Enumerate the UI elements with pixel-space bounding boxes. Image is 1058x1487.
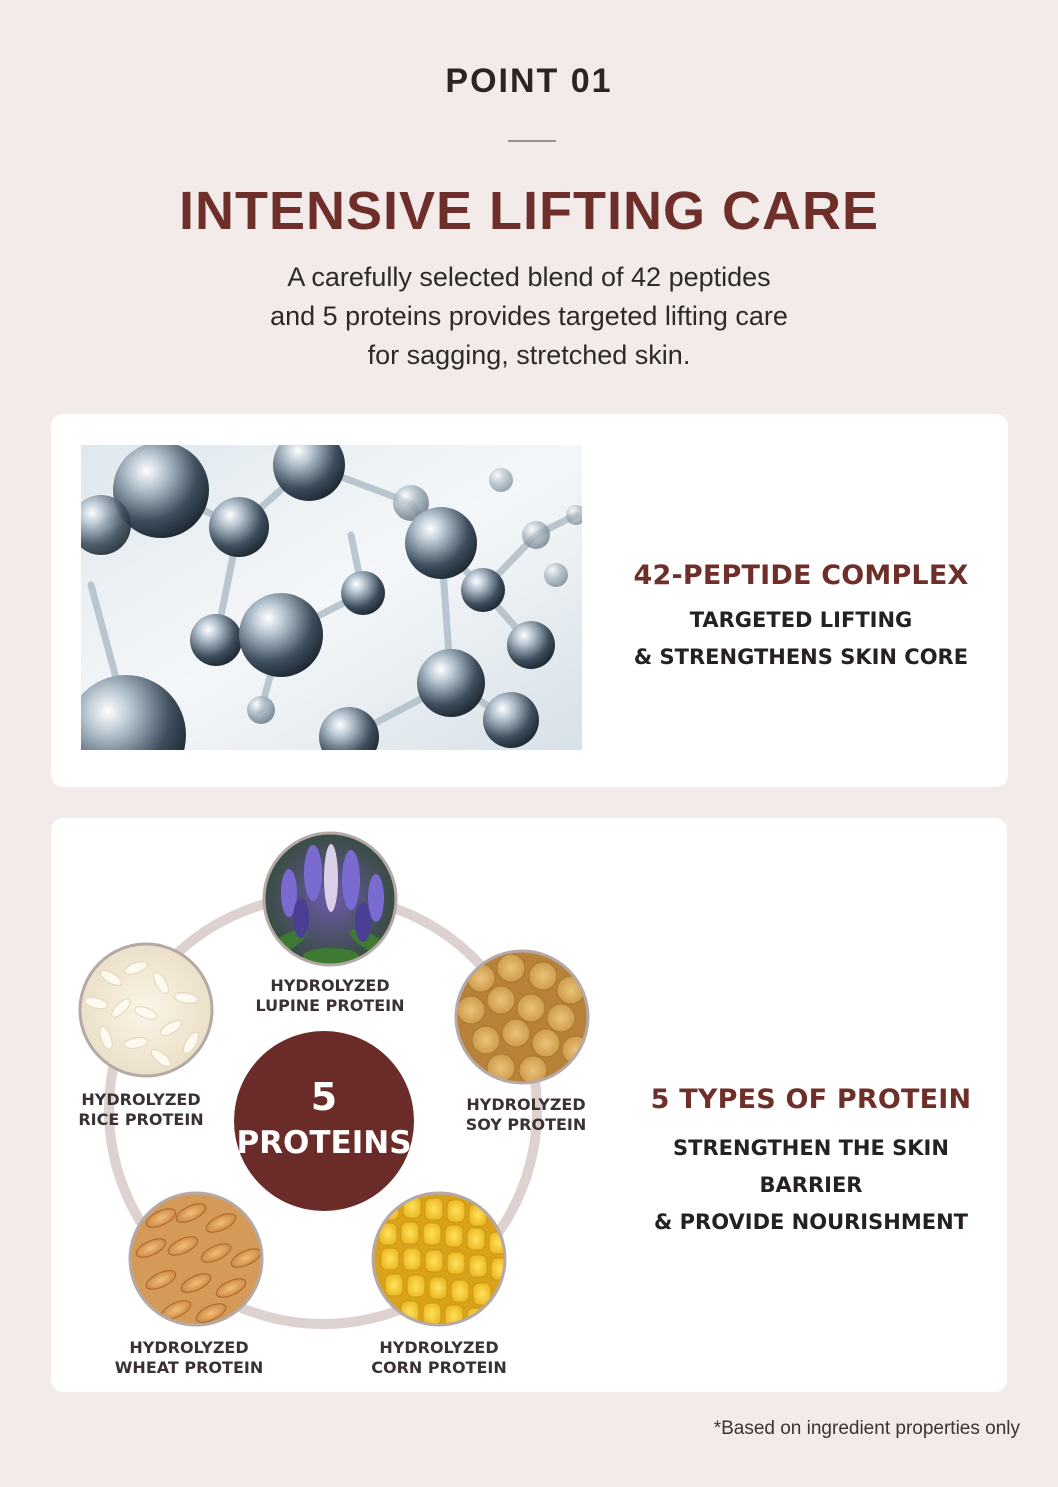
ingredient-line: HYDROLYZED — [270, 976, 390, 995]
protein-word: PROTEINS — [236, 1125, 412, 1161]
ingredient-line: CORN PROTEIN — [371, 1358, 507, 1377]
page-title: INTENSIVE LIFTING CARE — [178, 181, 880, 241]
feature-sub-line: TARGETED LIFTING — [689, 608, 913, 632]
peptide-card: 42-PEPTIDE COMPLEX TARGETED LIFTING & ST… — [51, 414, 1008, 787]
protein-count: 5 — [310, 1075, 338, 1119]
ingredient-line: HYDROLYZED — [129, 1338, 249, 1357]
protein-feature-title: 5 TYPES OF PROTEIN — [650, 1084, 972, 1115]
ingredient-line: WHEAT PROTEIN — [114, 1358, 264, 1377]
ingredient-label-rice: HYDROLYZED RICE PROTEIN — [51, 1090, 231, 1130]
point-label: POINT 01 — [445, 62, 613, 100]
molecule-image — [81, 445, 582, 750]
protein-feature-subtitle: STRENGTHEN THE SKIN BARRIER & PROVIDE NO… — [621, 1130, 1001, 1241]
ingredient-line: HYDROLYZED — [466, 1095, 586, 1114]
title-divider — [508, 140, 556, 142]
feature-sub-line: & PROVIDE NOURISHMENT — [654, 1210, 968, 1234]
intro-line: for sagging, stretched skin. — [367, 340, 691, 370]
ingredient-line: HYDROLYZED — [81, 1090, 201, 1109]
protein-card: 5 PROTEINS HYDROLYZED LUPINE PROTEIN HYD… — [51, 818, 1007, 1392]
ingredient-line: HYDROLYZED — [379, 1338, 499, 1357]
ingredient-label-wheat: HYDROLYZED WHEAT PROTEIN — [99, 1338, 279, 1378]
protein-diagram: 5 PROTEINS HYDROLYZED LUPINE PROTEIN HYD… — [51, 818, 611, 1392]
feature-sub-line: STRENGTHEN THE SKIN BARRIER — [673, 1136, 949, 1197]
ingredient-label-corn: HYDROLYZED CORN PROTEIN — [349, 1338, 529, 1378]
ingredient-line: SOY PROTEIN — [465, 1115, 587, 1134]
ingredient-label-soy: HYDROLYZED SOY PROTEIN — [436, 1095, 616, 1135]
ingredient-label-lupine: HYDROLYZED LUPINE PROTEIN — [240, 976, 420, 1016]
feature-sub-line: & STRENGTHENS SKIN CORE — [633, 645, 969, 669]
ingredient-line: RICE PROTEIN — [78, 1110, 204, 1129]
footnote: *Based on ingredient properties only — [713, 1418, 1020, 1439]
peptide-feature-title: 42-PEPTIDE COMPLEX — [633, 560, 969, 591]
ingredient-line: LUPINE PROTEIN — [255, 996, 405, 1015]
peptide-feature-subtitle: TARGETED LIFTING & STRENGTHENS SKIN CORE — [611, 602, 991, 676]
intro-line: A carefully selected blend of 42 peptide… — [287, 262, 771, 292]
intro-line: and 5 proteins provides targeted lifting… — [270, 301, 788, 331]
proteins-center-badge: 5 PROTEINS — [234, 1031, 414, 1211]
intro-text: A carefully selected blend of 42 peptide… — [229, 258, 829, 375]
